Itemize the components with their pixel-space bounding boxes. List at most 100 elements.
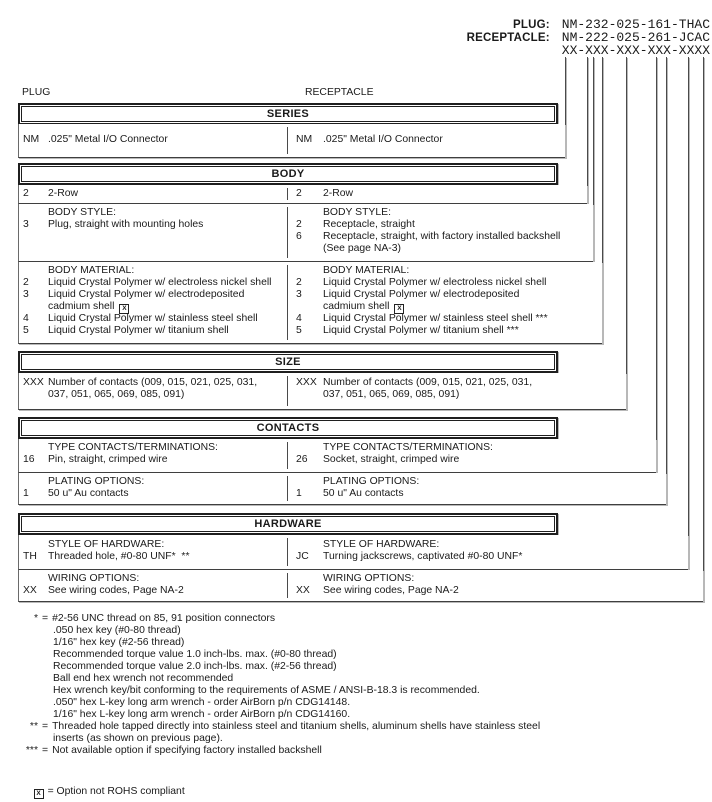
not-rohs-icon: X <box>119 304 130 314</box>
part-number-mask-value: XX-XXX-XXX-XXX-XXXX <box>561 43 710 58</box>
option-code: 5 <box>23 325 29 336</box>
option-code: 5 <box>296 325 302 336</box>
column-divider <box>287 573 288 598</box>
footnote-text: Recommended torque value 2.0 inch-lbs. m… <box>53 661 337 672</box>
section-header-series: SERIES <box>18 103 558 125</box>
column-divider <box>287 188 288 200</box>
option-code: NM <box>23 134 40 145</box>
row-body-rows-plug-column: 2 2-Row <box>19 185 287 203</box>
section-header-hardware-label: HARDWARE <box>21 516 555 532</box>
option-code: 1 <box>23 488 29 499</box>
receptacle-part-number-value: NM-222-025-261-JCAC <box>561 30 710 45</box>
option-text: Threaded hole, #0-80 UNF* ** <box>48 551 190 562</box>
option-code: 26 <box>296 454 308 465</box>
option-group-heading: BODY MATERIAL: <box>48 265 135 276</box>
section-header-contacts: CONTACTS <box>18 417 558 439</box>
option-group-heading: WIRING OPTIONS: <box>48 573 140 584</box>
option-text: 50 u" Au contacts <box>48 488 129 499</box>
footnote-marker: * <box>33 613 38 624</box>
column-divider <box>287 538 288 566</box>
option-text: Plug, straight with mounting holes <box>48 219 204 230</box>
option-code: 3 <box>23 289 29 300</box>
column-divider <box>287 207 288 258</box>
option-text-continued: cadmium shell <box>48 301 115 312</box>
footnote-text: 1/16" hex key (#2-56 thread) <box>53 637 185 648</box>
footnote-text: Ball end hex wrench not recommended <box>53 673 234 684</box>
option-text-continued: 037, 051, 065, 069, 085, 091) <box>323 389 460 400</box>
column-divider <box>287 376 288 406</box>
row-body-style: BODY STYLE: 3 Plug, straight with mountin… <box>18 204 593 262</box>
option-group-heading: STYLE OF HARDWARE: <box>323 539 440 550</box>
footnote-text: .050" hex L-key long arm wrench - order … <box>53 697 351 708</box>
footnote-text: .050 hex key (#0-80 thread) <box>53 625 181 636</box>
section-header-series-label: SERIES <box>21 106 555 122</box>
option-text: 2-Row <box>323 188 354 199</box>
section-header-body-label: BODY <box>21 166 555 182</box>
option-text: 2-Row <box>48 188 79 199</box>
footnote-marker: ** <box>29 721 38 732</box>
option-code: TH <box>23 551 37 562</box>
row-body-rows-receptacle-column: 2 2-Row <box>287 185 587 203</box>
option-code: 2 <box>23 277 29 288</box>
option-code: 1 <box>296 488 302 499</box>
option-text-continued: cadmium shell <box>323 301 390 312</box>
option-code: 2 <box>296 277 302 288</box>
option-text: Socket, straight, crimped wire <box>323 454 460 465</box>
section-header-size-label: SIZE <box>21 354 555 370</box>
option-text: See wiring codes, Page NA-2 <box>323 585 459 596</box>
option-code: 2 <box>296 188 302 199</box>
footnote-text: 1/16" hex L-key long arm wrench - order … <box>53 709 351 720</box>
footnote-text: inserts (as shown on previous page). <box>53 733 223 744</box>
option-code: 2 <box>23 188 29 199</box>
connector-line-hardware-style <box>688 57 689 570</box>
section-header-size: SIZE <box>18 351 558 373</box>
connector-line-rows <box>587 57 588 204</box>
footnote-triple-star-first-line: ***=Not available option if specifying f… <box>22 745 540 757</box>
receptacle-part-number-label: RECEPTACLE: <box>466 32 550 44</box>
connector-line-body-material <box>602 57 603 344</box>
option-text-continued: (See page NA-3) <box>323 243 401 254</box>
option-text: Liquid Crystal Polymer w/ titanium shell <box>48 325 229 336</box>
option-code: 4 <box>296 313 302 324</box>
option-text: Liquid Crystal Polymer w/ electroless ni… <box>323 277 547 288</box>
not-rohs-icon: X <box>394 304 405 314</box>
option-group-heading: STYLE OF HARDWARE: <box>48 539 165 550</box>
not-rohs-icon: X <box>33 789 44 799</box>
row-plating: PLATING OPTIONS: 1 50 u" Au contacts PLAT… <box>18 473 666 505</box>
connector-line-size <box>626 57 627 410</box>
option-code: 6 <box>296 231 302 242</box>
column-divider <box>287 127 288 154</box>
section-header-body: BODY <box>18 163 558 185</box>
option-text: Liquid Crystal Polymer w/ electroless ni… <box>48 277 272 288</box>
option-text: Number of contacts (009, 015, 021, 025, … <box>48 377 258 388</box>
option-code: 3 <box>23 219 29 230</box>
option-group-heading: BODY STYLE: <box>323 207 391 218</box>
footnote-equals: = <box>42 745 49 756</box>
footnote-equals: = <box>42 613 49 624</box>
footnote-marker: *** <box>25 745 38 756</box>
row-hardware-style: STYLE OF HARDWARE: TH Threaded hole, #0-8… <box>18 535 688 570</box>
row-body-rows: 2 2-Row 2 2-Row <box>18 185 587 204</box>
connector-line-contact-type <box>656 57 657 473</box>
option-code: XXX <box>296 377 317 388</box>
option-group-heading: TYPE CONTACTS/TERMINATIONS: <box>48 442 218 453</box>
option-text: Liquid Crystal Polymer w/ electrodeposit… <box>48 289 245 300</box>
option-text: Liquid Crystal Polymer w/ electrodeposit… <box>323 289 520 300</box>
option-text: Turning jackscrews, captivated #0-80 UNF… <box>323 551 523 562</box>
option-code: 2 <box>296 219 302 230</box>
option-group-heading: PLATING OPTIONS: <box>323 476 420 487</box>
option-group-heading: PLATING OPTIONS: <box>48 476 145 487</box>
column-label-receptacle: RECEPTACLE <box>305 87 374 98</box>
connector-line-series <box>565 57 566 158</box>
footnote-equals: = <box>42 721 49 732</box>
option-text: Receptacle, straight, with factory insta… <box>323 231 561 242</box>
